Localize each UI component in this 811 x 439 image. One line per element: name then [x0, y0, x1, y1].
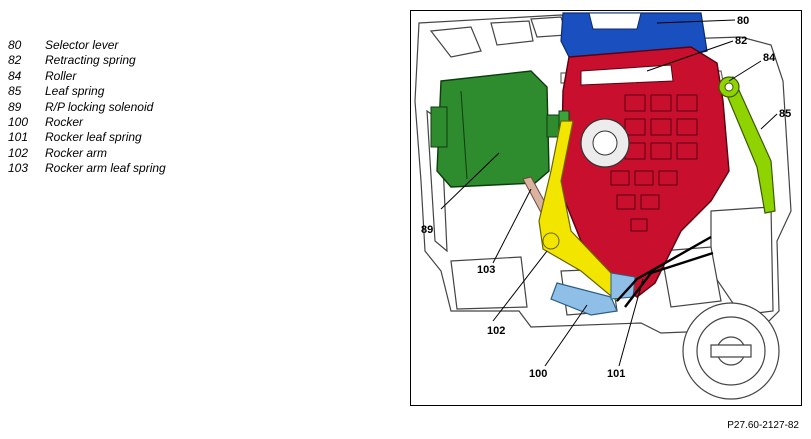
legend-row: 103 Rocker arm leaf spring — [8, 161, 166, 176]
legend-label: Rocker — [45, 114, 84, 129]
callout-89: 89 — [421, 224, 433, 236]
callout-103: 103 — [477, 264, 495, 276]
leaf-spring — [720, 76, 776, 214]
callout-102: 102 — [487, 325, 505, 337]
callout-85: 85 — [779, 108, 791, 120]
rocker — [550, 272, 636, 316]
legend-row: 82 Retracting spring — [8, 53, 166, 68]
legend-number: 85 — [8, 84, 22, 99]
legend-label: Roller — [45, 68, 77, 83]
legend-number: 82 — [8, 53, 22, 68]
callout-100: 100 — [529, 368, 547, 380]
legend-row: 101 Rocker leaf spring — [8, 130, 166, 145]
legend-label: Selector lever — [45, 38, 119, 52]
callout-84: 84 — [763, 52, 776, 64]
legend-label: Rocker arm — [45, 145, 108, 160]
legend-number: 100 — [8, 114, 29, 129]
leader-lines — [440, 19, 778, 367]
rocker-housing — [560, 46, 730, 298]
callout-101: 101 — [607, 368, 625, 380]
legend-number: 101 — [8, 130, 29, 145]
shaft-hub — [682, 302, 780, 400]
callout-80: 80 — [737, 15, 749, 27]
rocker-leaf-spring — [616, 235, 714, 308]
reference-code: P27.60-2127-82 — [727, 420, 799, 431]
legend-label: Rocker arm leaf spring — [45, 161, 166, 176]
mechanism-diagram: 80 82 84 85 89 103 102 100 101 — [410, 10, 802, 406]
legend-number: 84 — [8, 68, 22, 83]
legend-row: 102 Rocker arm — [8, 146, 166, 161]
legend-number: 80 — [8, 38, 22, 52]
legend-label: Leaf spring — [45, 84, 105, 99]
callout-82: 82 — [735, 35, 747, 47]
legend-row: 85 Leaf spring — [8, 84, 166, 99]
legend-label: R/P locking solenoid — [45, 99, 154, 114]
legend-number: 89 — [8, 99, 22, 114]
legend-number: 103 — [8, 161, 29, 176]
legend-row: 89 R/P locking solenoid — [8, 100, 166, 115]
mechanism-illustration: 80 82 84 85 89 103 102 100 101 — [414, 12, 792, 400]
legend-label: Rocker leaf spring — [45, 130, 142, 145]
legend-row: 100 Rocker — [8, 115, 166, 130]
roller — [718, 76, 740, 98]
legend-row: 84 Roller — [8, 69, 166, 84]
legend-row: 80 Selector lever — [8, 38, 166, 53]
legend-number: 102 — [8, 145, 29, 160]
legend-label: Retracting spring — [45, 53, 136, 68]
